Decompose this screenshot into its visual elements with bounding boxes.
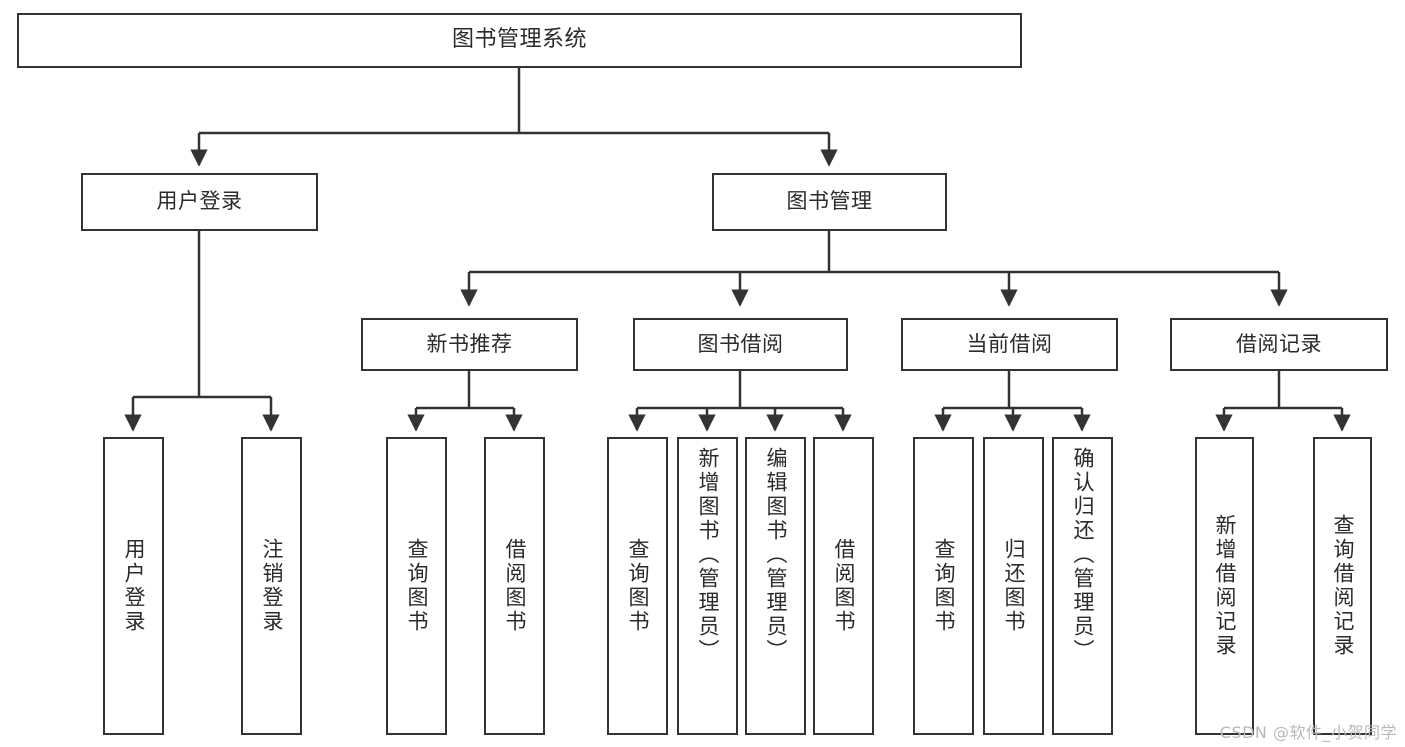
leaf-borrow-book[interactable]: 借阅图书: [813, 437, 874, 735]
node-label: 图书管理系统: [451, 27, 587, 53]
node-label: 图书借阅: [697, 331, 784, 356]
node-label: 用户登录: [156, 189, 243, 214]
node-label: 借阅图书: [832, 538, 856, 634]
leaf-borrow-book-recommendation[interactable]: 借阅图书: [484, 437, 545, 735]
node-book-borrow[interactable]: 图书借阅: [633, 318, 848, 371]
node-book-management[interactable]: 图书管理: [712, 173, 947, 231]
leaf-add-borrow-record[interactable]: 新增借阅记录: [1195, 437, 1254, 735]
node-borrow-records[interactable]: 借阅记录: [1170, 318, 1388, 371]
leaf-add-book-admin[interactable]: 新增图书（管理员）: [677, 437, 738, 735]
node-label: 查询借阅记录: [1331, 514, 1355, 658]
leaf-query-book-recommendation[interactable]: 查询图书: [386, 437, 447, 735]
leaf-query-book-borrow[interactable]: 查询图书: [607, 437, 668, 735]
leaf-return-book[interactable]: 归还图书: [983, 437, 1044, 735]
csdn-watermark: CSDN @软件_小贺同学: [1219, 723, 1397, 742]
node-label: 编辑图书（管理员）: [764, 447, 788, 663]
node-new-book-recommendation[interactable]: 新书推荐: [361, 318, 578, 371]
node-label: 归还图书: [1002, 538, 1026, 634]
node-label: 新增借阅记录: [1213, 514, 1237, 658]
leaf-logout[interactable]: 注销登录: [241, 437, 302, 735]
node-current-borrow[interactable]: 当前借阅: [901, 318, 1118, 371]
node-label: 当前借阅: [966, 331, 1053, 356]
node-label: 新书推荐: [426, 331, 513, 356]
leaf-query-book-current[interactable]: 查询图书: [913, 437, 974, 735]
leaf-user-login[interactable]: 用户登录: [103, 437, 164, 735]
leaf-confirm-return-admin[interactable]: 确认归还（管理员）: [1052, 437, 1113, 735]
node-label: 注销登录: [260, 538, 284, 634]
node-root-system[interactable]: 图书管理系统: [17, 13, 1022, 68]
node-user-login[interactable]: 用户登录: [81, 173, 318, 231]
node-label: 查询图书: [626, 538, 650, 634]
node-label: 新增图书（管理员）: [696, 447, 720, 663]
node-label: 确认归还（管理员）: [1071, 447, 1095, 663]
node-label: 查询图书: [405, 538, 429, 634]
leaf-edit-book-admin[interactable]: 编辑图书（管理员）: [745, 437, 806, 735]
node-label: 借阅图书: [503, 538, 527, 634]
node-label: 查询图书: [932, 538, 956, 634]
node-label: 用户登录: [122, 538, 146, 634]
node-label: 借阅记录: [1236, 331, 1322, 356]
leaf-query-borrow-record[interactable]: 查询借阅记录: [1313, 437, 1372, 735]
node-label: 图书管理: [786, 189, 873, 214]
